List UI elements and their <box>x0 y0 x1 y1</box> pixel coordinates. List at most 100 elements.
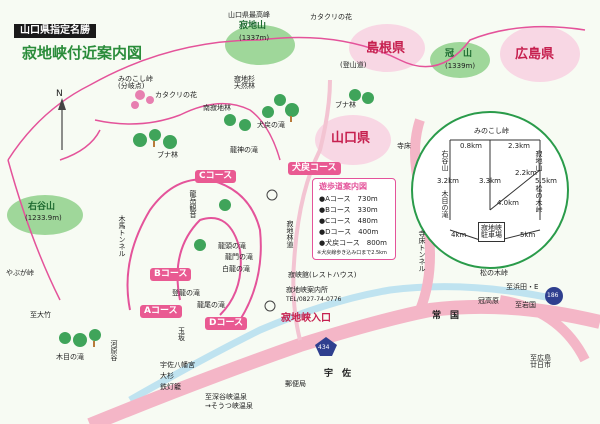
west-trail <box>59 129 101 161</box>
toryu-falls: 登龍の滝 <box>172 289 200 297</box>
minamizawa-label: 南寂地林 <box>203 104 231 112</box>
migitani-peak-name: 右谷山 <box>28 202 56 212</box>
trail-guide-row-d: ●Dコース 400m <box>319 228 379 236</box>
course-loop-inner <box>176 217 242 316</box>
osugi-label: 大杉 <box>160 372 174 380</box>
inset-parking: 寂地峡 駐車場 <box>478 222 505 242</box>
katakuri-flowers <box>131 90 154 109</box>
trail-guide-row-b: ●Bコース 330m <box>319 206 378 214</box>
route-186-shield <box>545 287 563 305</box>
route-434-number: 434 <box>318 344 330 351</box>
inset-d2: 2.3km <box>508 142 531 150</box>
inumodori-falls: 犬戻の滝 <box>257 121 285 129</box>
shimane-highlight <box>349 24 425 72</box>
inset-d7: 4km <box>451 231 467 239</box>
hakuryu-falls: 白龍の滝 <box>222 265 250 273</box>
inset-d5: 5.5km <box>535 177 558 185</box>
trail-guide-row-inu: ●犬戻コース 800m <box>319 239 387 247</box>
border-line <box>7 25 586 161</box>
post-office-label: 郵便局 <box>285 380 306 388</box>
tunnel-road-label: 寺床トンネル <box>418 230 426 272</box>
parking-icon-2 <box>266 189 278 201</box>
inset-kimeno: 木目の滝 <box>441 190 449 218</box>
header-badge: 山口県指定名勝 <box>14 24 96 38</box>
katakuri-label-2: カタクリの花 <box>155 91 197 99</box>
yabugatoge-label: やぶが峠 <box>6 269 34 277</box>
buna-label-2: ブナ林 <box>335 101 356 109</box>
trail-guide-title: 遊歩道案内図 <box>319 182 367 191</box>
yamaguchi-label: 山口県 <box>331 131 371 146</box>
trunks <box>93 116 292 347</box>
route-434-shield <box>315 337 337 356</box>
page-title: 寂地峡付近案内図 <box>22 44 143 62</box>
entrance-label: 寂地峡入口 <box>281 313 331 324</box>
hatsukaichi-label: 至広島 廿日市 <box>530 354 551 369</box>
inset-d3: 3.2km <box>437 177 460 185</box>
teraki-label: 寺床 <box>397 142 411 150</box>
ryubi-falls: 龍尾の滝 <box>197 301 225 309</box>
info-center-label: 寂地峡案内所 <box>286 286 328 294</box>
migitani-peak-elev: (1233.9m) <box>25 214 62 222</box>
kanmuri-peak-elev: (1339m) <box>445 62 476 70</box>
tamaezaka-label: 玉 坂 <box>178 327 185 342</box>
usa-hachimangu-label: 宇佐八幡宮 <box>160 361 195 369</box>
tettoro-label: 鉄灯籠 <box>160 383 181 391</box>
river <box>128 283 561 404</box>
inset-migitani: 右谷山 <box>441 150 449 171</box>
border-line-west <box>7 159 61 301</box>
otake-label: 至大竹 <box>30 311 51 319</box>
trail-guide-row-c: ●Cコース 480m <box>319 217 378 225</box>
kamikouchi-label: 冠高原 <box>478 297 499 305</box>
trail-guide-box: 遊歩道案内図 ●Aコース 730m ●Bコース 330m ●Cコース 480m … <box>312 178 396 260</box>
course-b-label: Bコース <box>150 268 192 281</box>
ryugaku-kannon-label: 龍岳観音 <box>189 190 197 218</box>
inset-d9: 5km <box>520 231 536 239</box>
kawaraba-label: 河原谷 <box>110 340 118 361</box>
hiroshima-label: 広島県 <box>515 47 555 62</box>
route-186 <box>499 295 590 363</box>
ryozu-falls: 龍頭の滝 <box>218 242 246 250</box>
ryujin-falls: 龍神の滝 <box>230 146 258 154</box>
inset-d4: 3.3km <box>479 177 502 185</box>
yamaguchi-highlight <box>315 115 391 165</box>
trail-guide-note: ※犬戻線歩き込み口まで2.5km <box>317 250 387 256</box>
kanmuri-peak-name: 冠 山 <box>445 49 473 59</box>
restaurant-label: 寂峡館(レストハウス) <box>288 271 357 279</box>
inset-d1: 0.8km <box>460 142 483 150</box>
jakuchi-peak-top: 山口県最高峰 <box>228 11 270 19</box>
course-inu-label: 犬戻コース <box>288 162 341 175</box>
tunnel-label: 木馬トンネル <box>118 215 126 257</box>
kime-falls: 木目の滝 <box>56 353 84 361</box>
tozando-label: (登山道) <box>340 61 367 69</box>
matsunokidai-label: 松の木峠 <box>480 269 508 277</box>
inset-matsuno: 松の木峠 <box>535 185 543 213</box>
joukoku-district-label: 常 国 <box>432 311 460 321</box>
jakuchi-peak-name: 寂地山 <box>239 21 267 31</box>
katakuri-label-1: カタクリの花 <box>310 13 352 21</box>
jakuchi-rindo-label: 寂地林道 <box>286 220 294 248</box>
hamada-label: 至浜田・E <box>506 283 539 291</box>
mikoshi-label: みのこし峠 (分岐点) <box>118 75 153 90</box>
kanmuri-peak-hill <box>430 42 490 78</box>
inset-routes <box>449 139 541 241</box>
tree-cluster-north <box>59 89 374 347</box>
sotsukei-label: →そうつ峡温泉 <box>205 402 253 410</box>
trail-guide-row-a: ●Aコース 730m <box>319 195 378 203</box>
inset-minokoshi: みのこし峠 <box>474 127 509 135</box>
iwakuni-label: 至岩国 <box>515 301 536 309</box>
jakuchi-peak-elev: (1337m) <box>239 34 270 42</box>
usa-district-label: 宇 佐 <box>324 369 352 379</box>
onsen-label: 至深谷峡温泉 <box>205 393 247 401</box>
parking-icon <box>264 300 276 312</box>
route-186-number: 186 <box>547 292 559 299</box>
ridge-trail <box>94 102 281 161</box>
buna-label-1: ブナ林 <box>157 151 178 159</box>
info-center-tel: TEL/0827-74-0776 <box>286 296 342 303</box>
north-label: N <box>56 89 63 99</box>
ryumon-falls: 龍門の滝 <box>225 253 253 261</box>
course-a-label: Aコース <box>140 305 182 318</box>
inset-jakuchi: 寂地山 <box>535 150 543 171</box>
north-arrow-icon <box>58 98 66 110</box>
